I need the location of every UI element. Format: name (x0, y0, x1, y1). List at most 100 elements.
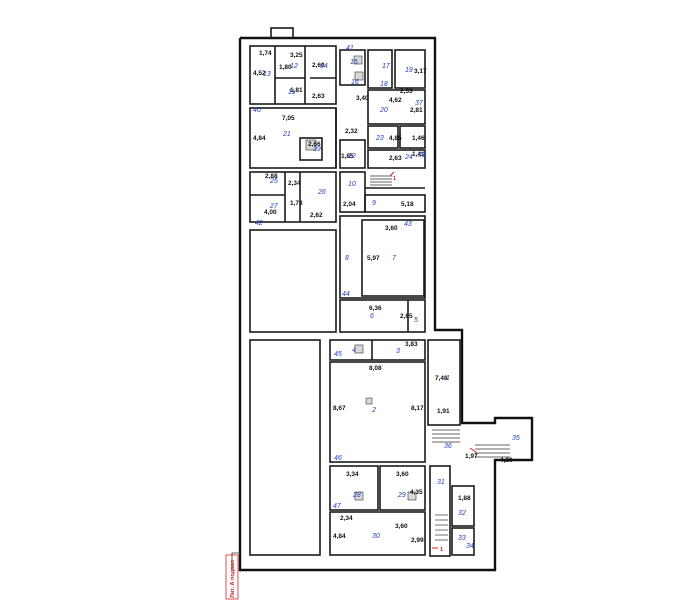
dim-label: 3,34 (346, 471, 359, 478)
room-number: 29 (397, 492, 406, 499)
room-number: 42 (255, 220, 263, 227)
room-number: 38 (418, 152, 426, 159)
dim-label: 3,17 (414, 68, 427, 75)
dim-label: 4,84 (333, 533, 346, 540)
dim-label: 7,48 (435, 375, 448, 382)
staircase-mark: 1 (393, 176, 396, 182)
dim-label: 1,73 (290, 200, 303, 207)
dim-label: 3,83 (405, 341, 418, 348)
dim-label: 2,34 (340, 515, 353, 522)
room-number: 36 (444, 443, 452, 450)
dim-label: 5,18 (401, 201, 414, 208)
room-number: 12 (290, 63, 298, 70)
room-number: 26 (317, 189, 326, 196)
room-number: 31 (437, 479, 445, 486)
room-number: 20 (379, 107, 388, 114)
room-number: 43 (404, 221, 412, 228)
room-number: 11 (288, 89, 295, 96)
dim-label: 2,65 (400, 313, 413, 320)
staircase-marks: 1 1 (393, 176, 443, 553)
stairs (370, 171, 510, 549)
dim-label: 4,00 (264, 209, 277, 216)
room-number: 30 (372, 533, 380, 540)
room-number: 14 (320, 63, 328, 70)
dimension-labels: 1,74 3,25 2,60 4,52 1,80 1,81 2,63 3,40 … (253, 50, 513, 544)
dim-label: 6,36 (369, 305, 382, 312)
dim-label: 4,85 (389, 135, 402, 142)
dim-label: 4,35 (410, 489, 423, 496)
dim-label: 3,60 (396, 471, 409, 478)
building-outline (231, 27, 534, 572)
room-number: 39 (313, 146, 321, 153)
dim-label: 3,25 (290, 52, 303, 59)
room-number: 2 (371, 407, 376, 414)
dim-label: 4,52 (253, 70, 266, 77)
stamp: Лит. А подвал (225, 554, 239, 600)
room-number: 45 (334, 351, 342, 358)
dim-label: 5,97 (367, 255, 380, 262)
dim-label: 1,41 (412, 151, 425, 158)
room-number: 37 (415, 100, 424, 107)
dim-label: 4,20 (500, 457, 513, 464)
dim-label: 4,62 (389, 97, 402, 104)
staircase-mark: 1 (440, 547, 443, 553)
dim-label: 3,60 (395, 523, 408, 530)
room-number: 7 (392, 255, 397, 262)
room-number: 3 (396, 348, 400, 355)
dim-label: 1,88 (458, 495, 471, 502)
room-number: 33 (458, 535, 466, 542)
room-number: 17 (382, 63, 391, 70)
dim-label: 2,34 (288, 180, 301, 187)
dim-label: 1,81 (290, 87, 303, 94)
interior-walls (249, 45, 475, 557)
fixtures (305, 55, 417, 501)
room-number: 5 (414, 317, 418, 324)
room-number: 19 (405, 67, 413, 74)
room-numbers: 13 12 11 14 15 16 17 18 19 20 21 22 23 2… (253, 45, 520, 550)
dim-label: 2,88 (265, 173, 278, 180)
dim-label: 7,05 (282, 115, 295, 122)
room-number: 32 (458, 510, 466, 517)
room-number: 18 (380, 81, 388, 88)
dim-label: 2,99 (411, 537, 424, 544)
dim-label: 1,46 (412, 135, 425, 142)
dim-label: 2,60 (312, 62, 325, 69)
room-number: 13 (263, 71, 271, 78)
room-number: 28 (352, 492, 361, 499)
dim-label: 1,80 (279, 64, 292, 71)
room-number: 23 (375, 135, 384, 142)
dim-label: 2,32 (345, 128, 358, 135)
dim-label: 8,08 (369, 365, 382, 372)
room-number: 47 (333, 503, 342, 510)
room-number: 8 (345, 255, 349, 262)
room-number: 35 (512, 435, 520, 442)
dim-label: 2,53 (400, 88, 413, 95)
room-number: 21 (282, 131, 291, 138)
dim-label: 1,97 (465, 453, 478, 460)
dim-label: 3,40 (356, 95, 369, 102)
room-number: 27 (269, 203, 279, 210)
dim-label: 2,81 (410, 107, 423, 114)
room-number: 15 (350, 59, 358, 66)
stamp-text: Лит. А подвал (230, 560, 236, 598)
dim-label: 2,62 (310, 212, 323, 219)
room-number: 46 (334, 455, 342, 462)
room-number: 40 (253, 107, 261, 114)
room-number: 6 (370, 313, 374, 320)
dim-label: 8,67 (333, 405, 346, 412)
room-number: 1 (446, 375, 450, 382)
dim-label: 2,04 (343, 201, 356, 208)
room-number: 9 (372, 200, 376, 207)
room-number: 24 (404, 154, 413, 161)
dim-label: 1,85 (341, 153, 354, 160)
room-number: 25 (269, 178, 278, 185)
dim-label: 1,91 (437, 408, 450, 415)
dim-label: 2,63 (389, 155, 402, 162)
room-number: 41 (346, 45, 354, 52)
room-number: 22 (347, 153, 356, 160)
room-number: 44 (342, 291, 350, 298)
dim-label: 2,63 (312, 93, 325, 100)
room-number: 34 (466, 543, 474, 550)
dim-label: 1,74 (259, 50, 272, 57)
